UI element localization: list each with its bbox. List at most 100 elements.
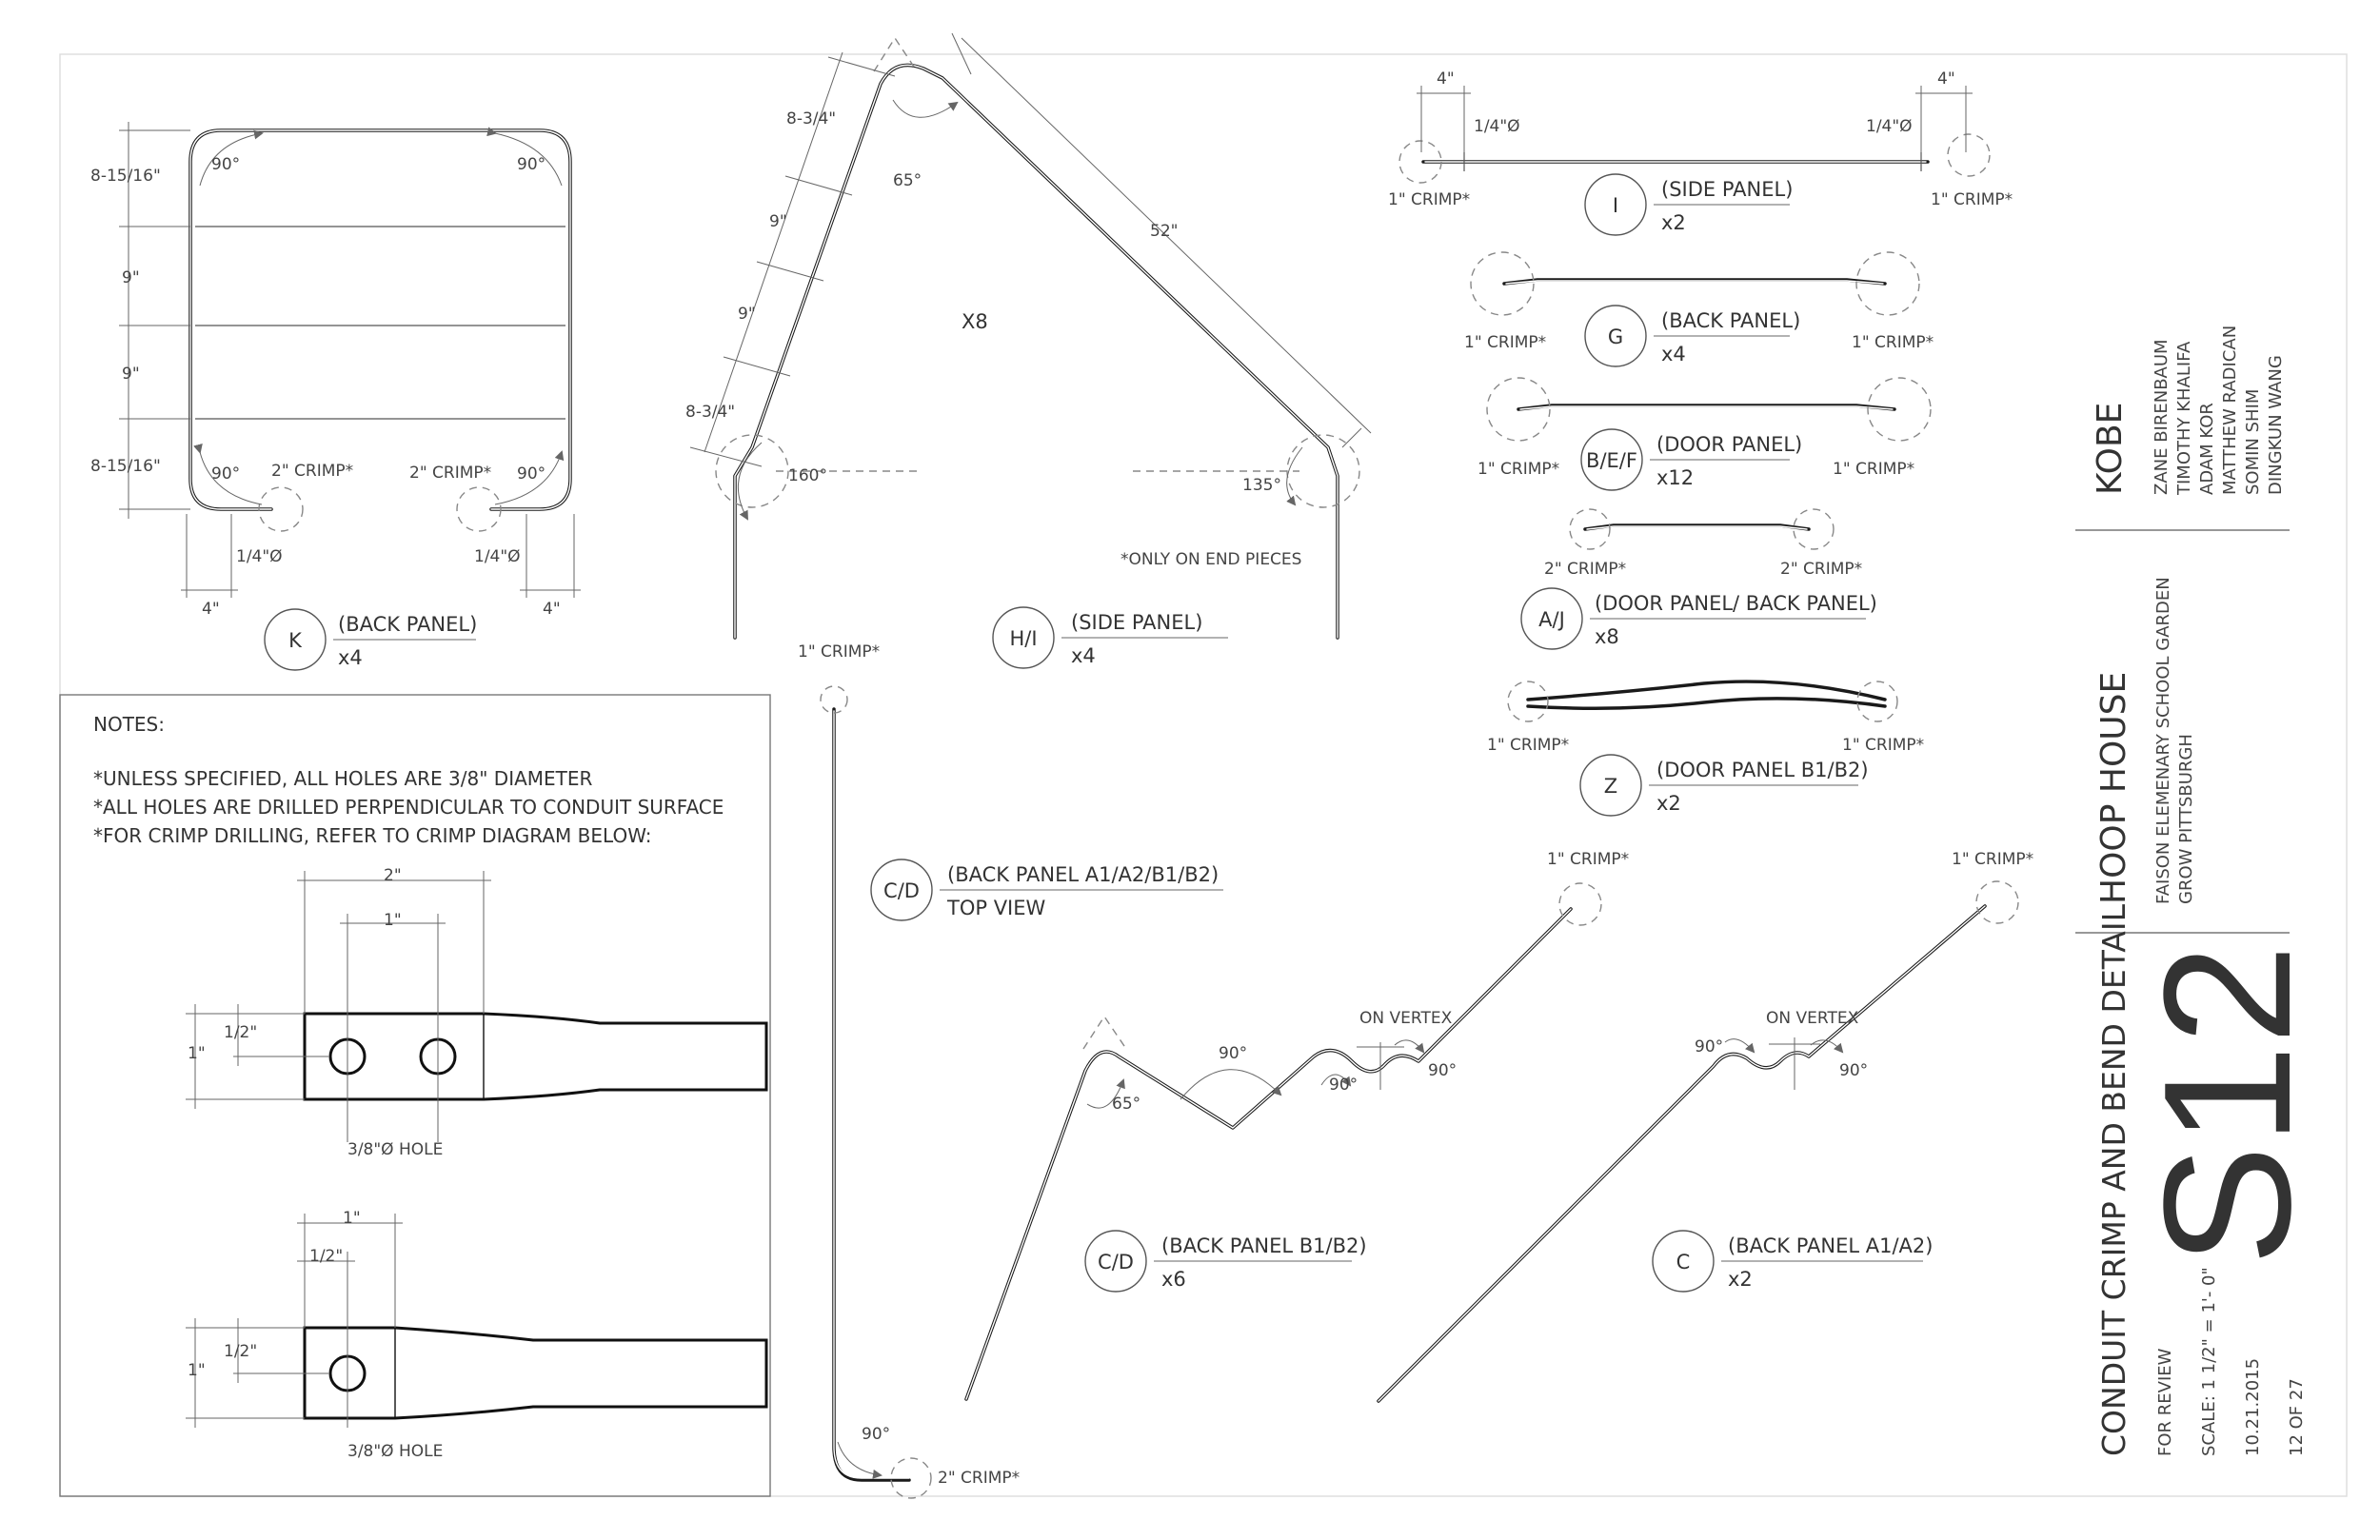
part-c-tag: C (BACK PANEL A1/A2) x2: [1652, 1230, 1933, 1293]
k-leg-left: 4": [202, 600, 220, 619]
k-tag-id: K: [288, 629, 303, 652]
drawing-title: CONDUIT CRIMP AND BEND DETAIL: [2095, 903, 2132, 1456]
notes-box: [59, 694, 771, 1497]
c-vertex: ON VERTEX: [1766, 1009, 1859, 1028]
cd-angle-1: 65°: [1112, 1095, 1140, 1114]
cdtop-tag-name: (BACK PANEL A1/A2/B1/B2): [947, 863, 1219, 886]
crimp2-spacing: 1": [384, 911, 402, 930]
cdtop-tag-view: TOP VIEW: [946, 897, 1046, 919]
k-angle-tr: 90°: [517, 155, 545, 174]
i-crimp-right: 1" CRIMP*: [1931, 190, 2013, 209]
z-crimp-left: 1" CRIMP*: [1487, 736, 1569, 755]
cdtop-angle: 90°: [862, 1425, 890, 1444]
k-hole-left: 1/4"Ø: [236, 547, 283, 566]
team-member-5: SOMIN SHIM: [2243, 389, 2263, 495]
aj-crimp-left: 2" CRIMP*: [1544, 560, 1626, 579]
part-z-tag: Z (DOOR PANEL B1/B2) x2: [1579, 754, 1869, 817]
g-crimp-right: 1" CRIMP*: [1852, 333, 1934, 352]
hi-count: X8: [962, 310, 988, 333]
z-tag-name: (DOOR PANEL B1/B2): [1656, 759, 1869, 781]
k-angle-br: 90°: [517, 464, 545, 484]
notes-item-3: *FOR CRIMP DRILLING, REFER TO CRIMP DIAG…: [93, 824, 652, 847]
part-bef-tag: B/E/F (DOOR PANEL) x12: [1580, 428, 1802, 491]
aj-tag-qty: x8: [1595, 625, 1619, 648]
i-hole-left: 1/4"Ø: [1474, 117, 1520, 136]
crimp1-half: 1/2": [224, 1342, 257, 1361]
crimp2-width: 1": [188, 1044, 206, 1063]
c-tag-name: (BACK PANEL A1/A2): [1728, 1234, 1933, 1257]
z-tag-id: Z: [1604, 775, 1617, 798]
hi-angle-top: 65°: [893, 171, 922, 190]
crimp2-hole: 3/8"Ø HOLE: [347, 1140, 443, 1159]
g-tag-name: (BACK PANEL): [1661, 309, 1800, 332]
part-g-drawing: [1470, 251, 1920, 316]
hi-dim-2: 9": [769, 212, 787, 231]
bef-tag-name: (DOOR PANEL): [1656, 433, 1802, 456]
bef-tag-id: B/E/F: [1586, 449, 1637, 472]
part-bef-drawing: [1486, 377, 1932, 442]
hi-dim-3: 9": [738, 305, 756, 324]
bef-crimp-left: 1" CRIMP*: [1478, 460, 1559, 479]
team-member-3: ADAM KOR: [2197, 403, 2217, 495]
k-crimp-right: 2" CRIMP*: [409, 464, 491, 483]
cd-tag-id: C/D: [1098, 1251, 1134, 1273]
i-tag-id: I: [1613, 194, 1618, 217]
i-tag-name: (SIDE PANEL): [1661, 178, 1793, 201]
crimp-1in-diagram: [186, 1214, 768, 1428]
team-member-2: TIMOTHY KHALIFA: [2174, 341, 2194, 496]
part-i-tag: I (SIDE PANEL) x2: [1584, 173, 1793, 236]
sheet-number: S12: [2127, 944, 2329, 1266]
part-cd-top-drawing: [820, 685, 932, 1499]
cd-tag-qty: x6: [1161, 1268, 1186, 1291]
z-tag-qty: x2: [1656, 792, 1681, 815]
part-cd-drawing: [964, 882, 1602, 1401]
title-block: KOBE ZANE BIRENBAUM TIMOTHY KHALIFA ADAM…: [2075, 326, 2329, 1456]
sheet-page: 12 OF 27: [2287, 1378, 2307, 1456]
k-angle-bl: 90°: [211, 464, 240, 484]
cdtop-tag-id: C/D: [883, 879, 920, 902]
team-member-6: DINGKUN WANG: [2266, 355, 2286, 495]
project-client: GROW PITTSBURGH: [2176, 734, 2196, 904]
notes-heading: NOTES:: [93, 713, 165, 736]
aj-tag-name: (DOOR PANEL/ BACK PANEL): [1595, 592, 1877, 615]
i-tag-qty: x2: [1661, 211, 1686, 234]
crimp2-overall: 2": [384, 866, 402, 885]
c-crimp: 1" CRIMP*: [1952, 850, 2033, 869]
hi-dim-5: 52": [1150, 222, 1178, 241]
hi-note: *ONLY ON END PIECES: [1121, 550, 1301, 569]
k-leg-right: 4": [543, 600, 561, 619]
k-tag-qty: x4: [338, 646, 363, 669]
project-title: HOOP HOUSE: [2094, 672, 2133, 904]
crimp1-width: 1": [188, 1361, 206, 1380]
hi-dim-1: 8-3/4": [786, 109, 836, 128]
crimp-2in-diagram: [186, 871, 768, 1142]
g-tag-qty: x4: [1661, 343, 1686, 365]
i-leg-right: 4": [1937, 69, 1955, 89]
k-tag-name: (BACK PANEL): [338, 613, 477, 636]
part-aj-drawing: [1569, 508, 1835, 550]
c-angle-1: 90°: [1695, 1037, 1723, 1056]
part-hi-tag: H/I (SIDE PANEL) x4: [992, 606, 1228, 669]
notes-item-1: *UNLESS SPECIFIED, ALL HOLES ARE 3/8" DI…: [93, 767, 593, 790]
c-tag-id: C: [1676, 1251, 1691, 1273]
part-i-drawing: [1398, 86, 1991, 184]
cd-angle-3: 90°: [1329, 1076, 1358, 1095]
part-cd-top-tag: C/D (BACK PANEL A1/A2/B1/B2) TOP VIEW: [870, 859, 1223, 921]
crimp2-half: 1/2": [224, 1023, 257, 1042]
sheet-status: FOR REVIEW: [2155, 1348, 2175, 1456]
hi-angle-left: 160°: [788, 466, 827, 485]
part-g-tag: G (BACK PANEL) x4: [1584, 305, 1800, 367]
k-dim-4: 8-15/16": [90, 457, 161, 476]
k-angle-tl: 90°: [211, 155, 240, 174]
z-crimp-right: 1" CRIMP*: [1842, 736, 1924, 755]
k-dim-1: 8-15/16": [90, 167, 161, 186]
g-tag-id: G: [1608, 326, 1623, 348]
k-dim-3: 9": [122, 365, 140, 384]
bef-crimp-right: 1" CRIMP*: [1833, 460, 1914, 479]
cd-angle-2: 90°: [1219, 1044, 1247, 1063]
crimp1-overall: 1": [343, 1209, 361, 1228]
cd-angle-4: 90°: [1428, 1061, 1457, 1080]
part-aj-tag: A/J (DOOR PANEL/ BACK PANEL) x8: [1520, 587, 1877, 650]
team-member-1: ZANE BIRENBAUM: [2152, 339, 2172, 495]
